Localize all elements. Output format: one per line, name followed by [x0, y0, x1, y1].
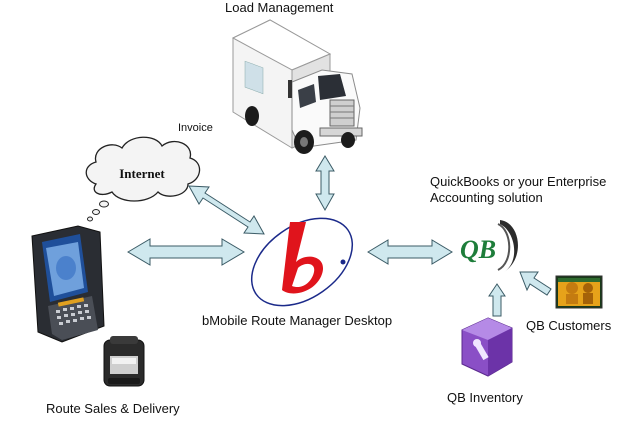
bmobile-logo-icon — [250, 217, 354, 307]
quickbooks-logo-icon: QB — [460, 220, 518, 272]
arrow-internet-bmobile — [188, 185, 265, 235]
truck-icon — [231, 19, 363, 154]
qb-customers-icon — [555, 275, 603, 309]
internet-label: Internet — [119, 166, 165, 181]
handheld-device-icon — [31, 225, 105, 343]
load-management-label: Load Management — [225, 0, 334, 15]
qb-inventory-icon — [461, 317, 513, 377]
invoice-label: Invoice — [178, 122, 213, 134]
mobile-printer-icon — [103, 336, 145, 387]
arrow-inventory-qb — [488, 283, 506, 317]
internet-cloud-icon: Internet — [85, 136, 201, 222]
arrow-bmobile-quickbooks — [367, 239, 453, 265]
qb-customers-label: QB Customers — [526, 318, 612, 333]
arrows — [127, 155, 552, 317]
qb-inventory-label: QB Inventory — [447, 390, 523, 405]
arrow-handheld-bmobile — [127, 238, 245, 266]
qb-letters: QB — [460, 235, 496, 264]
bmobile-label: bMobile Route Manager Desktop — [202, 313, 393, 328]
arrow-customers-qb — [519, 271, 552, 296]
arrow-truck-bmobile — [315, 155, 335, 212]
quickbooks-label: QuickBooks or your Enterprise Accounting… — [430, 174, 607, 205]
route-sales-label: Route Sales & Delivery — [46, 401, 180, 416]
